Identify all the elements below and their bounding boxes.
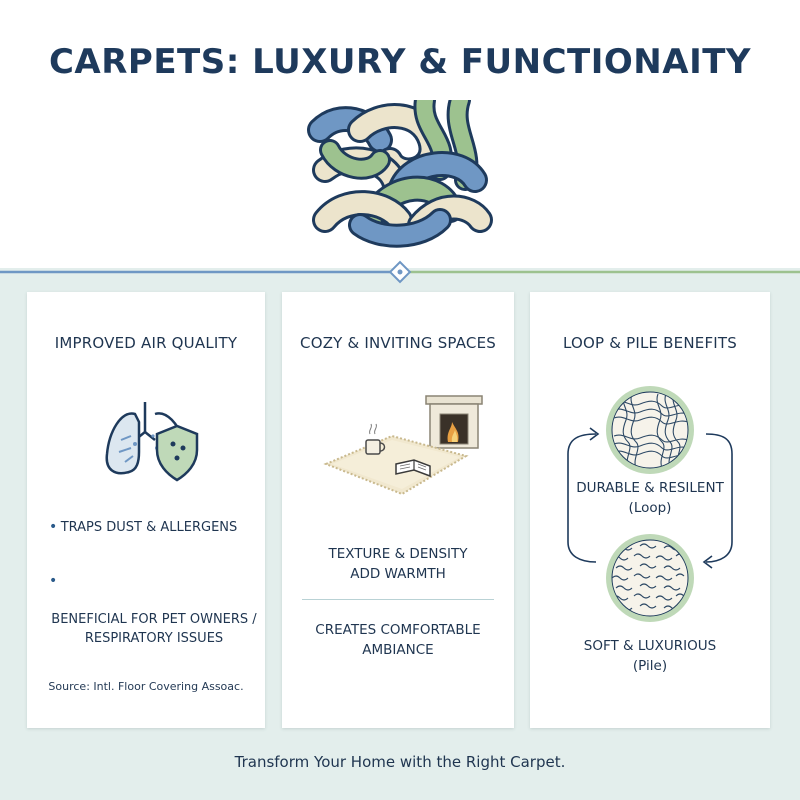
loop-weave-icon [600, 380, 700, 480]
section-divider [0, 260, 800, 284]
card-air-quality: IMPROVED AIR QUALITY • TRAPS DUST & ALLE… [27, 292, 265, 728]
card-title: LOOP & PILE BENEFITS [563, 334, 737, 352]
bullet-text: BENEFICIAL FOR PET OWNERS / RESPIRATORY … [51, 612, 257, 646]
rug-fireplace-book-icon [318, 384, 488, 508]
pile-sub: (Pile) [632, 658, 668, 674]
bullet-text: TRAPS DUST & ALLERGENS [60, 520, 238, 535]
knotted-carpet-fibers-icon [300, 100, 500, 250]
loop-sub: (Loop) [628, 500, 672, 516]
lungs-shield-icon [101, 392, 201, 484]
bullet-dust: • TRAPS DUST & ALLERGENS [49, 518, 249, 537]
cozy-text-ambiance: CREATES COMFORTABLE AMBIANCE [315, 622, 481, 658]
pile-label: SOFT & LUXURIOUS [583, 638, 717, 654]
card-divider [302, 599, 494, 600]
cycle-arrows-icon [550, 424, 750, 574]
card-cozy-spaces: COZY & INVITING SPACES TEXTURE & DENSITY… [282, 292, 514, 728]
page-title: CARPETS: LUXURY & FUNCTIONAITY [48, 42, 752, 82]
source-note: Source: Intl. Floor Covering Assoac. [48, 680, 244, 693]
footer-tagline: Transform Your Home with the Right Carpe… [234, 753, 566, 771]
bullet-dot: • [49, 519, 58, 535]
pile-wave-icon [600, 528, 700, 628]
bullet-pet-owners: • BENEFICIAL FOR PET OWNERS / RESPIRATOR… [49, 572, 259, 667]
card-loop-pile: LOOP & PILE BENEFITS [530, 292, 770, 728]
card-title: COZY & INVITING SPACES [300, 334, 496, 352]
cozy-text-warmth: TEXTURE & DENSITY ADD WARMTH [328, 546, 468, 582]
bullet-dot: • [49, 573, 58, 589]
card-title: IMPROVED AIR QUALITY [54, 334, 238, 352]
loop-label: DURABLE & RESILENT [576, 480, 724, 496]
